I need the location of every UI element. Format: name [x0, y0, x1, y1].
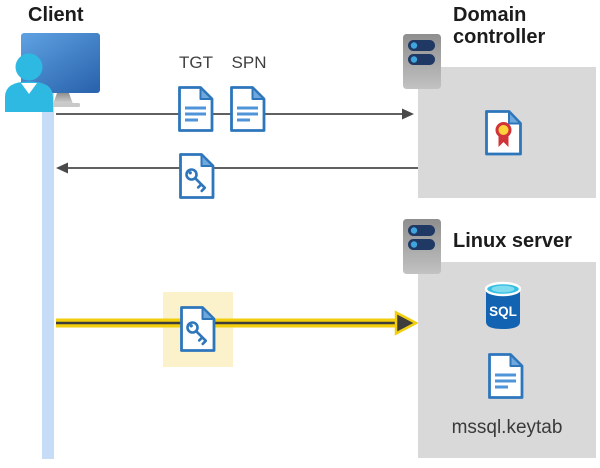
client-workstation-icon — [5, 33, 100, 112]
monitor-icon — [21, 33, 100, 93]
certificate-icon — [485, 110, 522, 156]
keytab-document-icon — [488, 353, 524, 399]
client-label: Client — [28, 4, 84, 26]
keytab-label: mssql.keytab — [451, 417, 563, 438]
sql-badge-text: SQL — [489, 304, 517, 319]
linux-server-icon — [403, 219, 441, 274]
person-icon — [5, 53, 53, 112]
seal — [495, 122, 512, 138]
spn-document-icon — [230, 86, 266, 132]
sql-database-icon: SQL — [484, 281, 522, 329]
arrow-client-to-linux — [56, 310, 418, 336]
arrow-dc-to-client — [56, 162, 418, 174]
tgt-document-icon — [178, 86, 214, 132]
domain-controller-label: Domain controller — [453, 4, 546, 48]
client-lifeline — [42, 86, 54, 459]
key-glyph — [186, 321, 208, 346]
arrow-client-to-dc — [56, 108, 414, 120]
domain-controller-server-icon — [403, 34, 441, 89]
spn-label: SPN — [231, 53, 267, 72]
key-glyph — [185, 168, 207, 193]
key-document-icon-return — [179, 153, 215, 199]
linux-server-label: Linux server — [453, 230, 572, 252]
tgt-label: TGT — [179, 53, 213, 72]
key-document-icon-highlighted — [180, 306, 216, 352]
monitor-stand — [53, 93, 73, 104]
